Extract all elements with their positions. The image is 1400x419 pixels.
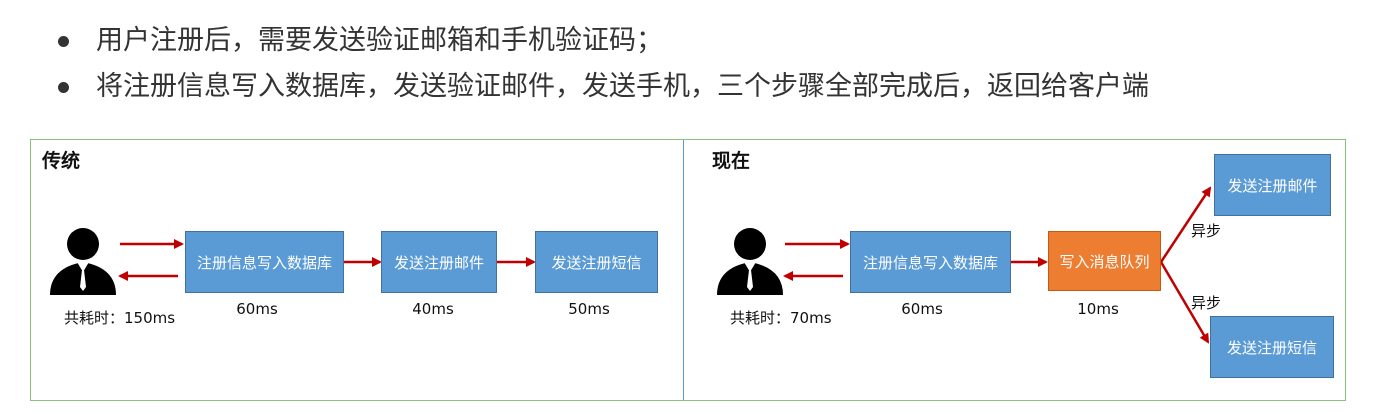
bullet-dot-icon (58, 36, 69, 47)
current-title: 现在 (712, 150, 751, 172)
bullet-item: 将注册信息写入数据库，发送验证邮件，发送手机，三个步骤全部完成后，返回给客户端 (58, 64, 1149, 110)
diagram-frame (30, 139, 1346, 401)
trad-time-sms: 50ms (568, 300, 610, 318)
panel-divider (683, 140, 684, 400)
async-arrow-email (1159, 186, 1212, 263)
trad-time-email: 40ms (412, 300, 454, 318)
trad-step-sms-box: 发送注册短信 (535, 231, 658, 293)
bullet-text: 用户注册后，需要发送验证邮箱和手机验证码； (96, 25, 663, 56)
bullet-item: 用户注册后，需要发送验证邮箱和手机验证码； (58, 18, 1149, 64)
async-arrow-sms (1159, 261, 1210, 344)
cur-step-db-box: 注册信息写入数据库 (850, 231, 1011, 293)
traditional-title: 传统 (42, 150, 81, 172)
bullet-list: 用户注册后，需要发送验证邮箱和手机验证码； 将注册信息写入数据库，发送验证邮件，… (58, 18, 1149, 110)
cur-time-db: 60ms (901, 300, 943, 318)
async-sms-box: 发送注册短信 (1210, 316, 1334, 378)
user-icon (717, 228, 783, 295)
trad-total-time: 共耗时：150ms (64, 309, 176, 327)
trad-step-email-box: 发送注册邮件 (381, 231, 497, 293)
cur-total-time: 共耗时：70ms (730, 309, 832, 327)
bullet-text: 将注册信息写入数据库，发送验证邮件，发送手机，三个步骤全部完成后，返回给客户端 (96, 71, 1149, 102)
async-email-box: 发送注册邮件 (1214, 154, 1331, 216)
async-label-email: 异步 (1191, 222, 1222, 240)
cur-time-queue: 10ms (1077, 300, 1119, 318)
cur-step-queue-box: 写入消息队列 (1048, 231, 1161, 291)
async-label-sms: 异步 (1191, 294, 1222, 312)
trad-time-db: 60ms (236, 300, 278, 318)
bullet-dot-icon (58, 82, 69, 93)
user-icon (50, 228, 116, 295)
trad-step-db-box: 注册信息写入数据库 (185, 231, 344, 293)
